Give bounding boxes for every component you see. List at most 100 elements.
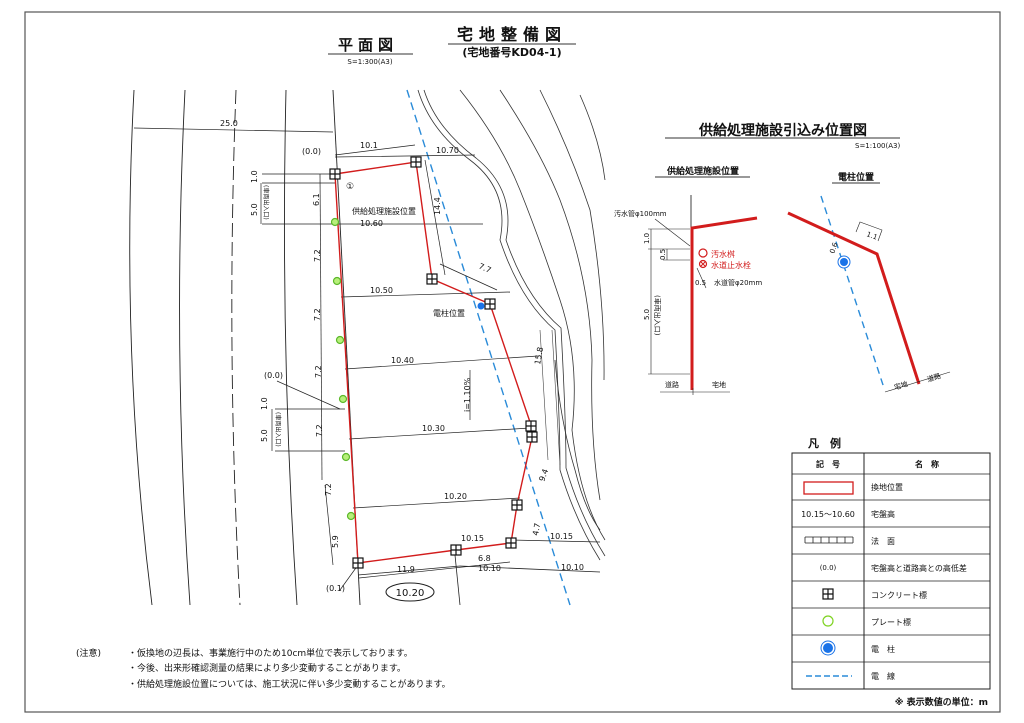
dim-label: 15.8 [533,346,545,365]
concrete-markers [329,156,538,569]
concrete-marker-icon [484,298,496,310]
stopcock-icon [698,259,708,269]
detail-scale: S=1:100(A3) [855,142,900,150]
dim-label: 10.1 [360,141,378,150]
road-label: 道路 [665,380,679,389]
height-label: 10.30 [422,424,445,433]
legend-header-name: 名 称 [915,459,939,469]
entrance-label: (車両出入口) [262,185,270,220]
legend-symbol-text: (0.0) [820,564,837,572]
dim-label: 7.2 [315,424,324,437]
pole-subtitle: 電柱位置 [838,171,874,183]
height-label: 10.50 [370,286,393,295]
height-label: 10.15 [461,534,484,543]
sewer-pipe-label: 汚水管φ100mm [614,209,667,218]
plate-marker-icon [338,394,348,404]
concrete-marker-icon [505,537,517,549]
stopcock-label: 水道止水栓 [711,260,751,270]
dim-label: 1.0 [643,233,651,244]
plate-marker-icon [330,217,340,227]
dim-label: 0.5 [695,279,706,287]
facility-subtitle: 供給処理施設位置 [666,165,739,177]
dim-label: 1.0 [260,397,269,410]
legend-symbol-text: 10.15～10.60 [801,510,855,519]
road-curves [129,89,361,606]
level-diff-label: (0.1) [326,584,345,593]
concrete-marker-icon [329,168,341,180]
entrance-label: (車両出入口) [653,295,662,336]
detail-title: 供給処理施設引込み位置図 [698,122,867,139]
dim-label: 6.1 [312,193,321,206]
marker-number: ① [346,182,354,192]
red-rectangle-icon [803,481,854,495]
dim-label: 11.9 [397,565,415,574]
dim-label: 1.0 [250,170,259,183]
legend: 凡 例 記 号 名 称 10.15～10.60 (0.0) 換地位置 宅盤高 法… [791,436,991,708]
height-label: 10.15 [550,532,573,541]
legend-name: 換地位置 [871,482,903,492]
dim-label: 5.0 [643,309,651,320]
concrete-marker-icon [410,156,422,168]
concrete-marker-icon [426,273,438,285]
plan-scale: S=1:300(A3) [347,58,392,66]
height-label: 10.60 [360,219,383,228]
slope-hatch-icon [804,536,854,544]
legend-name: 宅盤高と道路高との高低差 [871,563,967,573]
height-label: 10.10 [561,563,584,572]
notes-label: (注意) [76,647,101,659]
dim-label: 5.0 [250,203,259,216]
dim-label: 1.1 [865,230,878,241]
plate-marker-icon [822,615,834,627]
road-level-ellipse [385,582,435,602]
concrete-marker-icon [511,499,523,511]
note-item: ・供給処理施設位置については、施工状況に伴い多少変動することがあります。 [128,678,451,690]
lot-label: 宅地 [893,379,909,392]
dim-label: 7.2 [314,365,323,378]
level-diff-label: (0.0) [302,147,321,156]
facility-detail: 汚水管φ100mm 汚水桝 水道止水栓 水道管φ20mm 0.5 1.0 0.5… [614,195,762,395]
height-label: 10.10 [478,564,501,573]
unit-note: ※ 表示数値の単位：m [895,696,988,708]
utility-pole-icon [477,302,485,310]
entrance-label: (車両出入口) [274,412,282,447]
water-pipe-label: 水道管φ20mm [714,278,762,287]
dim-label: 5.9 [331,535,340,548]
legend-header-symbol: 記 号 [816,459,840,469]
legend-name: コンクリート標 [871,590,927,600]
concrete-marker-icon [525,420,537,432]
note-item: ・仮換地の辺長は、事業施行中のため10cm単位で表示しております。 [128,647,413,659]
concrete-marker-icon [450,544,462,556]
dim-label: 0.6 [828,241,840,255]
plate-marker-icon [335,335,345,345]
slope-hatch [539,329,561,466]
sewer-basin-icon [698,248,708,258]
legend-name: 宅盤高 [871,509,895,519]
plate-markers [330,217,356,521]
dimension-lines [133,127,601,591]
dim-label: 6.8 [478,554,491,563]
facility-position-label: 供給処理施設位置 [352,206,416,216]
dim-label: 25.0 [220,119,238,128]
pole-position-label: 電柱位置 [433,308,465,318]
plan-title: 平面図 [338,36,398,54]
legend-name: 法 面 [871,536,895,546]
slope-label: i=1.10% [463,377,472,412]
dim-label: 4.7 [531,522,542,536]
dim-label: 5.0 [260,429,269,442]
sewer-basin-label: 汚水桝 [711,249,735,259]
main-title: 宅地整備図 [457,25,567,44]
concrete-marker-icon [822,588,834,600]
road-label: 道路 [926,371,942,384]
dim-label: 7.2 [313,308,322,321]
height-label: 10.20 [444,492,467,501]
pole-detail: 1.1 0.6 宅地 道路 [787,195,951,393]
legend-name: 電 柱 [871,644,895,654]
plan-labels: 25.0 10.1 10.70 (0.0) ① 供給処理施設位置 10.60 1… [220,119,584,593]
height-label: 10.70 [436,146,459,155]
legend-title: 凡 例 [808,436,841,450]
sheet-frame [24,11,1001,713]
subtitle: (宅地番号KD04-1) [462,45,561,59]
level-diff-label: (0.0) [264,371,283,380]
lot-label: 宅地 [712,380,726,389]
